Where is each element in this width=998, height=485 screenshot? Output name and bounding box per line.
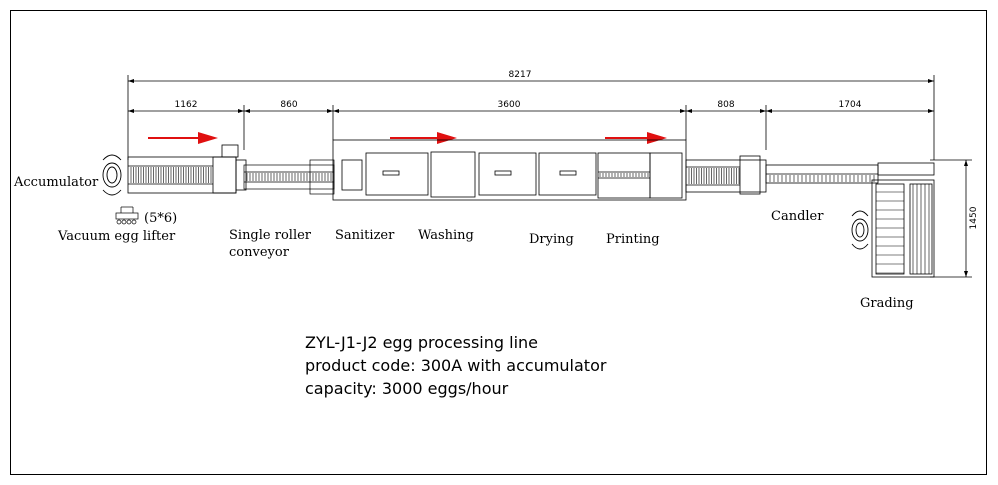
dim-roller: 860 <box>280 100 297 110</box>
dimension-lines <box>127 75 972 278</box>
grader-cups <box>769 175 875 182</box>
label-grading: Grading <box>860 296 914 311</box>
roller-conveyor-machine <box>243 159 335 195</box>
label-lifter-count: (5*6) <box>144 211 177 226</box>
label-roller-line1: Single roller <box>229 228 312 243</box>
caption-model: ZYL-J1-J2 egg processing line <box>305 333 539 352</box>
flow-arrow-1 <box>148 132 218 144</box>
drawing-frame <box>10 10 987 475</box>
caption-product-code: product code: 300A with accumulator <box>305 356 607 375</box>
candler-egg-icon <box>851 210 869 250</box>
dimension-ticks <box>128 79 968 277</box>
dim-grader: 1704 <box>839 100 862 110</box>
caption-block: ZYL-J1-J2 egg processing line product co… <box>305 331 606 400</box>
label-vacuum-lifter: Vacuum egg lifter <box>57 229 176 244</box>
grader-conveyor <box>765 162 935 184</box>
candler-machine <box>685 155 767 195</box>
label-sanitizer: Sanitizer <box>335 228 395 243</box>
label-roller-line2: conveyor <box>229 245 290 260</box>
label-washing: Washing <box>418 228 474 243</box>
dim-height: 1450 <box>969 206 979 229</box>
dim-candler: 808 <box>717 100 734 110</box>
printer-belt <box>599 173 649 177</box>
flow-arrow-3 <box>605 132 667 144</box>
dim-overall: 8217 <box>509 70 532 80</box>
lifter-basket-icon <box>115 206 139 225</box>
flow-arrow-2 <box>390 132 457 144</box>
label-drying: Drying <box>529 232 574 247</box>
label-accumulator: Accumulator <box>13 175 99 190</box>
label-printing: Printing <box>606 232 660 247</box>
wash-dry-print-body <box>332 139 687 201</box>
vacuum-lifter-machine <box>127 144 247 194</box>
label-candler: Candler <box>771 209 824 224</box>
accumulator-egg-icon <box>102 154 122 196</box>
lifter-belt <box>130 167 212 183</box>
flow-arrows <box>148 132 667 144</box>
candler-belt <box>688 168 740 184</box>
roller-rollers <box>246 173 332 181</box>
dim-wash-dry-print: 3600 <box>498 100 521 110</box>
grading-lanes <box>876 184 930 274</box>
caption-capacity: capacity: 3000 eggs/hour <box>305 379 509 398</box>
dim-vacuum-lifter: 1162 <box>175 100 198 110</box>
